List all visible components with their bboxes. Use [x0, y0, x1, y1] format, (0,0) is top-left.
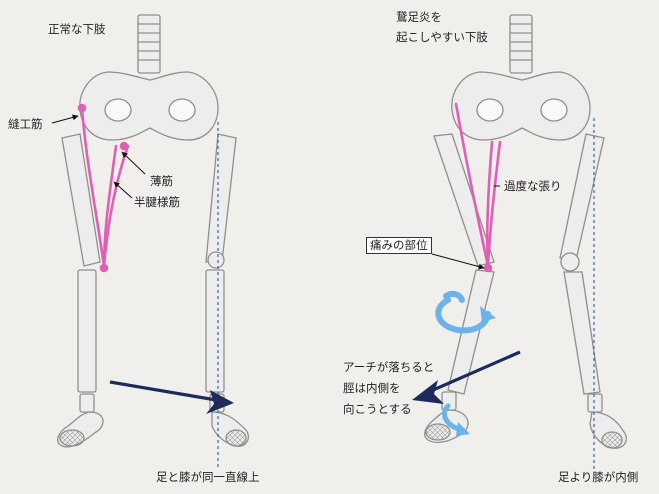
- left-pelvis: [79, 71, 219, 141]
- label-gracilis: 薄筋: [150, 174, 173, 188]
- right-big-arrow: [412, 350, 521, 404]
- right-ankle-b: [587, 393, 603, 413]
- left-muscles: [77, 103, 130, 273]
- left-gracilis-pointer: [121, 151, 146, 175]
- left-caption: 足と膝が同一直線上: [156, 470, 260, 484]
- left-muscle-origin-1: [77, 103, 87, 113]
- left-toes-b: [225, 429, 247, 447]
- left-skeleton: [57, 14, 250, 448]
- right-knee-b: [560, 252, 580, 272]
- left-sartorius-pointer: [51, 114, 79, 124]
- left-ankle-a: [79, 393, 95, 413]
- right-panel-title-line1: 鵞足炎を: [396, 10, 442, 24]
- foot-rotation-arrow: [442, 403, 470, 436]
- left-femur-b: [205, 133, 237, 263]
- shin-rotation-arrow: [435, 290, 496, 334]
- label-semitendinosus: 半腱様筋: [134, 195, 180, 209]
- right-obturator-right: [540, 98, 568, 122]
- left-obturator-right: [168, 98, 196, 122]
- right-pain-pointer: [431, 253, 485, 270]
- left-big-arrow: [109, 380, 234, 414]
- right-femur-b: [559, 133, 605, 261]
- right-panel-title-line2: 起こしやすい下肢: [396, 30, 488, 44]
- arch-text-line3: 向こうとする: [343, 402, 412, 416]
- right-tibia-b: [563, 271, 601, 395]
- label-sartorius: 縫工筋: [8, 117, 43, 131]
- right-toes-b: [601, 431, 623, 449]
- left-obturator-left: [104, 98, 132, 122]
- right-femur-a: [433, 133, 495, 267]
- right-spine: [509, 14, 533, 74]
- left-muscle-insertion: [99, 263, 109, 273]
- right-muscles: [454, 102, 502, 273]
- left-tibia-a: [77, 269, 97, 393]
- left-tibia-b: [205, 269, 225, 393]
- left-spine: [137, 14, 161, 74]
- left-muscle-origin-2: [119, 141, 129, 151]
- right-obturator-left: [476, 98, 504, 122]
- left-semitendinosus: [102, 144, 118, 268]
- right-toes-a: [425, 423, 451, 441]
- right-semitendinosus: [485, 140, 494, 268]
- arch-text-line2: 脛は内側を: [343, 381, 401, 395]
- left-sartorius: [80, 106, 106, 268]
- label-pain-site: 痛みの部位: [366, 237, 432, 254]
- left-toes-a: [59, 429, 85, 447]
- arch-text-line1: アーチが落ちると: [343, 360, 435, 374]
- right-pelvis: [451, 71, 591, 141]
- left-panel-title: 正常な下肢: [48, 22, 106, 36]
- right-caption: 足より膝が内側: [558, 470, 639, 484]
- left-knee-b: [207, 251, 225, 269]
- right-sartorius: [454, 102, 490, 268]
- left-semitendinosus-pointer: [113, 181, 133, 199]
- left-femur-a: [61, 133, 101, 267]
- right-muscle-insertion: [483, 263, 493, 273]
- label-tension: 過度な張り: [504, 179, 562, 193]
- right-skeleton: [424, 14, 627, 449]
